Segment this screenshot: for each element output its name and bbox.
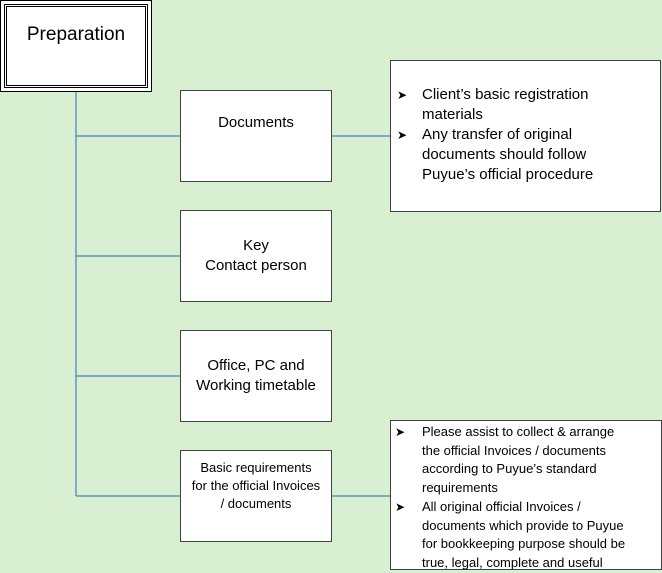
office-box: Office, PC and Working timetable: [180, 330, 332, 422]
documents-box: Documents: [180, 90, 332, 182]
bullet-line: documents should follow: [422, 146, 587, 163]
bullet-line: Please assist to collect & arrange: [422, 424, 615, 439]
office-label-line1: Office, PC and: [207, 357, 305, 374]
key-contact-box: Key Contact person: [180, 210, 332, 302]
note-bullet: ➤ All original official Invoices / docum…: [393, 498, 659, 573]
note-bullet: ➤ Client’s basic registration materials: [395, 85, 656, 125]
basic-requirements-line3: / documents: [220, 496, 292, 511]
basic-requirements-box: Basic requirements for the official Invo…: [180, 450, 332, 542]
bullet-line: Client’s basic registration: [422, 86, 589, 103]
bullet-line: according to Puyue’s standard: [422, 461, 597, 477]
arrow-bullet-icon: ➤: [395, 499, 406, 514]
basic-requirements-line1: Basic requirements: [200, 460, 312, 475]
bullet-line: the official Invoices / documents: [422, 442, 607, 458]
key-contact-label-line2: Contact person: [205, 257, 307, 274]
arrow-bullet-icon: ➤: [397, 88, 408, 102]
office-label-line2: Working timetable: [196, 377, 316, 394]
bullet-line: All original official Invoices /: [422, 498, 581, 514]
bullet-line: Puyue’s official procedure: [422, 166, 594, 183]
bullet-line: for bookkeeping purpose should be: [422, 536, 626, 552]
preparation-title: Preparation: [4, 4, 148, 88]
documents-note: ➤ Client’s basic registration materials …: [390, 60, 661, 212]
bullet-line: materials: [422, 106, 483, 123]
bullet-line: Any transfer of original: [422, 126, 573, 143]
bullet-line: true, legal, complete and useful: [422, 554, 603, 570]
note-bullet: ➤ Please assist to collect & arrange the…: [393, 423, 659, 498]
preparation-box: Preparation: [0, 0, 152, 92]
arrow-bullet-icon: ➤: [397, 128, 408, 142]
bullet-line: requirements: [422, 480, 498, 496]
bullet-line: documents which provide to Puyue: [422, 517, 624, 533]
documents-label: Documents: [218, 114, 294, 131]
note-bullet: ➤ Any transfer of original documents sho…: [395, 125, 656, 185]
basic-requirements-line2: for the official Invoices: [191, 478, 321, 493]
requirements-note: ➤ Please assist to collect & arrange the…: [390, 420, 662, 570]
key-contact-label-line1: Key: [243, 237, 269, 254]
arrow-bullet-icon: ➤: [395, 425, 406, 439]
